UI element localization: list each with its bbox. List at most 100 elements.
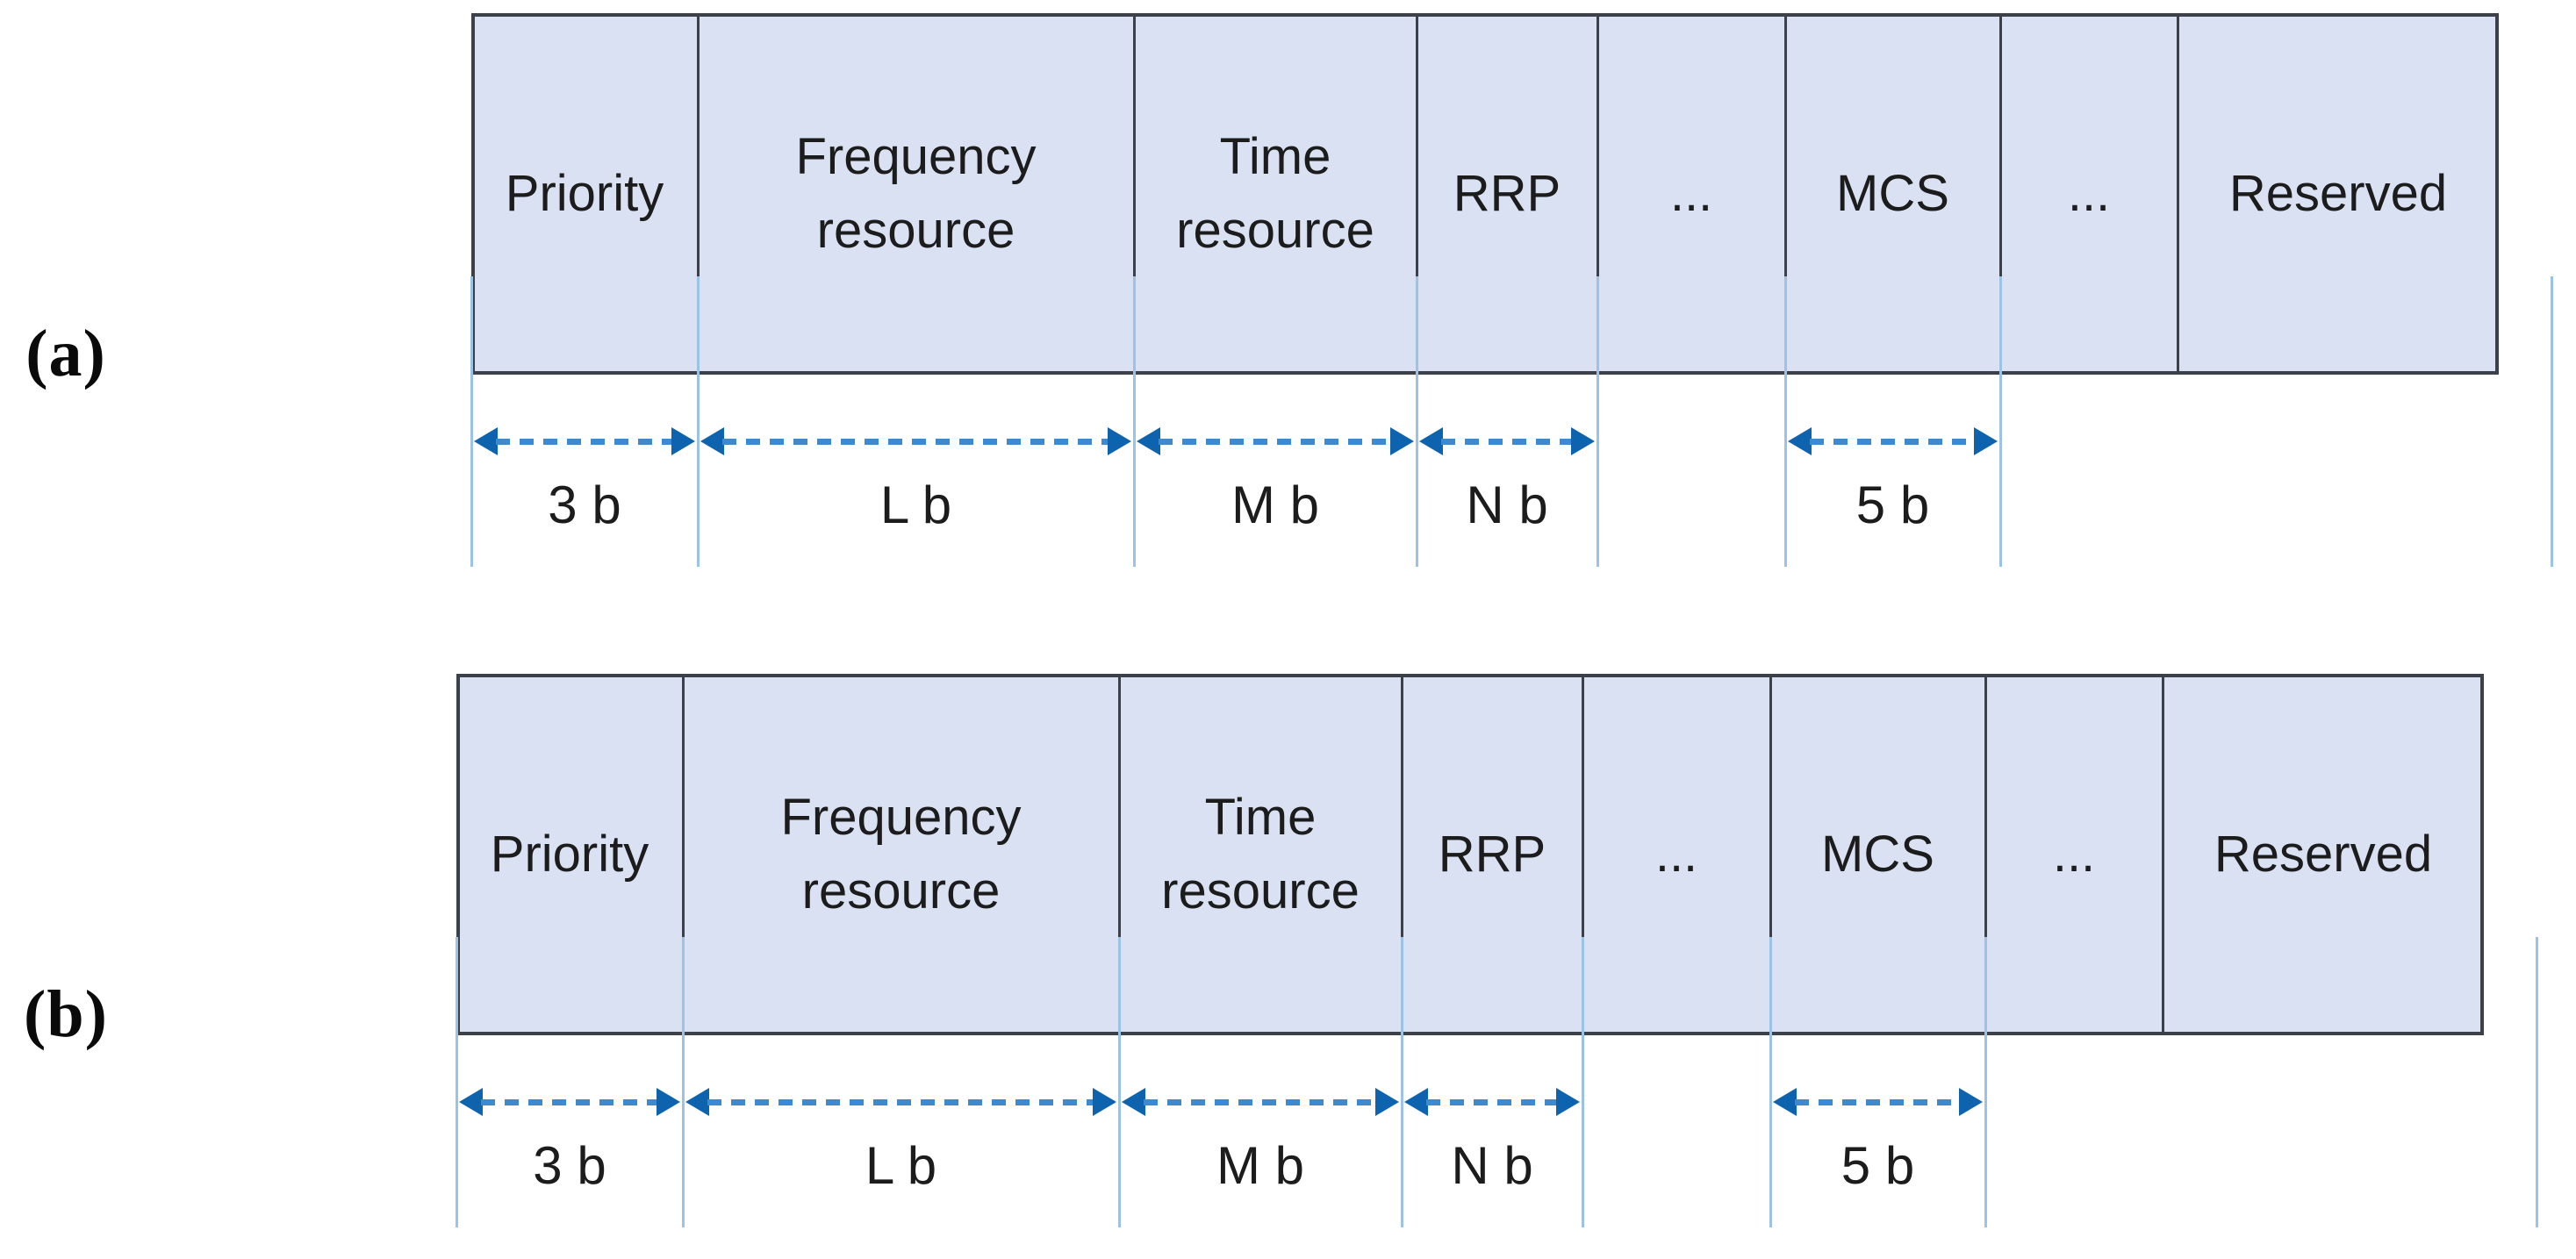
- field-label: Reserved: [2228, 164, 2448, 222]
- field-cell-ellipsis: ...: [1985, 674, 2163, 1035]
- figure-a-bar: Priority Frequency resource Time resource R…: [470, 13, 2568, 627]
- bit-width-label: 5 b: [1855, 475, 1930, 534]
- arrow-dash-line: [1426, 1098, 1558, 1105]
- bit-width-label: L b: [865, 1135, 937, 1195]
- arrow-left-head-icon: [474, 427, 498, 455]
- figure-b: (b) Priority Frequency resource Time resou…: [0, 645, 2576, 1259]
- dimension-arrow: [474, 427, 695, 455]
- bit-width-label: 3 b: [548, 475, 621, 534]
- arrow-left-head-icon: [459, 1088, 483, 1116]
- figure-a-label: (a): [25, 317, 106, 390]
- arrow-dash-line: [1795, 1098, 1961, 1105]
- field-label: ...: [1669, 164, 1713, 222]
- cell-divider: [1999, 13, 2002, 277]
- arrow-right-head-icon: [1974, 427, 1998, 455]
- cell-divider: [1984, 674, 1987, 938]
- guide-line-right: [2551, 276, 2553, 567]
- cell-divider: [697, 13, 700, 277]
- field-cell-reserved: Reserved: [2163, 674, 2484, 1035]
- arrow-right-head-icon: [1556, 1088, 1580, 1116]
- dimension-arrow: [1788, 427, 1998, 455]
- arrow-right-head-icon: [1108, 427, 1131, 455]
- arrow-left-head-icon: [685, 1088, 709, 1116]
- arrow-left-head-icon: [700, 427, 724, 455]
- arrow-dash-line: [496, 438, 673, 445]
- arrow-right-head-icon: [657, 1088, 680, 1116]
- field-cell-priority: Priority: [456, 674, 683, 1035]
- guide-line-right: [2536, 937, 2538, 1227]
- arrow-right-head-icon: [1375, 1088, 1399, 1116]
- arrow-right-head-icon: [671, 427, 695, 455]
- field-cell-ellipsis: ...: [1597, 13, 1785, 375]
- cell-divider: [1582, 674, 1584, 938]
- field-cell-reserved: Reserved: [2178, 13, 2499, 375]
- bit-width-label: N b: [1451, 1135, 1533, 1195]
- cell-divider: [1401, 674, 1403, 938]
- guide-line: [1133, 276, 1136, 567]
- cell-divider: [1597, 13, 1599, 277]
- field-cell-mcs: MCS: [1770, 674, 1985, 1035]
- field-cell-time-resource: Time resource: [1134, 13, 1417, 375]
- field-label: RRP: [1453, 164, 1561, 222]
- dimension-arrow: [700, 427, 1131, 455]
- field-label: ...: [2052, 825, 2096, 883]
- figure-a: (a) Priority Frequency resource Time resou…: [0, 0, 2576, 614]
- cell-divider: [682, 674, 685, 938]
- dimension-arrow: [1404, 1088, 1580, 1116]
- field-label: ...: [1654, 825, 1698, 883]
- dimension-arrow: [1419, 427, 1595, 455]
- guide-line: [1582, 937, 1584, 1227]
- cell-divider: [2162, 674, 2164, 1035]
- field-cell-ellipsis: ...: [1582, 674, 1770, 1035]
- field-label: MCS: [1821, 825, 1934, 883]
- guide-line: [1416, 276, 1418, 567]
- bit-width-label: 5 b: [1841, 1135, 1915, 1195]
- guide-line: [1401, 937, 1403, 1227]
- arrow-right-head-icon: [1390, 427, 1414, 455]
- arrow-right-head-icon: [1959, 1088, 1983, 1116]
- dimension-arrow: [685, 1088, 1116, 1116]
- guide-line: [682, 937, 685, 1227]
- field-cell-frequency-resource: Frequency resource: [683, 674, 1119, 1035]
- field-label: Frequency resource: [780, 788, 1022, 919]
- format-bar: [471, 13, 2499, 375]
- field-label: MCS: [1836, 164, 1949, 222]
- guide-line: [697, 276, 700, 567]
- arrow-dash-line: [1144, 1098, 1377, 1105]
- guide-line: [1118, 937, 1121, 1227]
- arrow-left-head-icon: [1122, 1088, 1145, 1116]
- dimension-arrow: [1773, 1088, 1983, 1116]
- field-cell-priority: Priority: [471, 13, 698, 375]
- field-label: Time resource: [1176, 127, 1374, 259]
- guide-line: [456, 937, 458, 1227]
- figure-b-label: (b): [24, 977, 108, 1051]
- arrow-left-head-icon: [1419, 427, 1443, 455]
- guide-line: [1984, 937, 1987, 1227]
- arrow-left-head-icon: [1773, 1088, 1797, 1116]
- field-label: Reserved: [2214, 825, 2433, 883]
- arrow-right-head-icon: [1093, 1088, 1116, 1116]
- field-label: RRP: [1438, 825, 1546, 883]
- cell-divider: [2177, 13, 2179, 375]
- field-cell-frequency-resource: Frequency resource: [698, 13, 1134, 375]
- dimension-arrow: [459, 1088, 680, 1116]
- arrow-dash-line: [1441, 438, 1573, 445]
- arrow-dash-line: [1159, 438, 1392, 445]
- guide-line: [1784, 276, 1787, 567]
- bit-width-label: 3 b: [533, 1135, 606, 1195]
- bit-width-label: M b: [1231, 475, 1320, 534]
- arrow-dash-line: [481, 1098, 658, 1105]
- cell-divider: [1416, 13, 1418, 277]
- arrow-dash-line: [722, 438, 1109, 445]
- cell-divider: [1784, 13, 1787, 277]
- field-cell-time-resource: Time resource: [1119, 674, 1402, 1035]
- guide-line: [1769, 937, 1772, 1227]
- field-label: Frequency resource: [795, 127, 1037, 259]
- figure-b-bar: Priority Frequency resource Time resource R…: [456, 674, 2553, 1259]
- arrow-left-head-icon: [1404, 1088, 1428, 1116]
- field-cell-rrp: RRP: [1402, 674, 1582, 1035]
- arrow-left-head-icon: [1137, 427, 1160, 455]
- field-cell-ellipsis: ...: [2000, 13, 2178, 375]
- dimension-arrow: [1122, 1088, 1399, 1116]
- arrow-right-head-icon: [1571, 427, 1595, 455]
